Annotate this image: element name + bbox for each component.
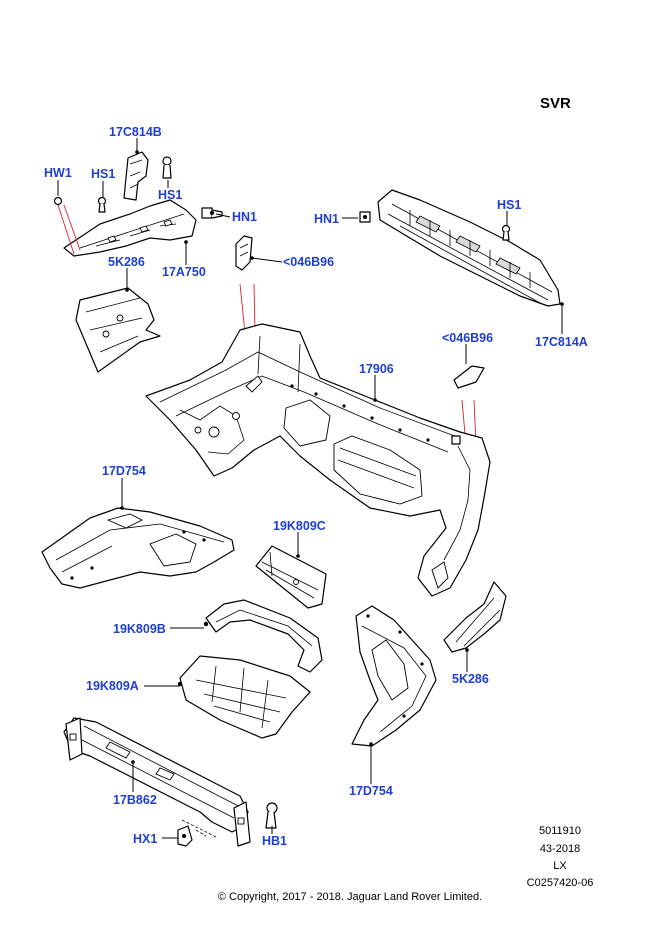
- washer-hw1: [53, 196, 63, 206]
- screw-hx1: [177, 825, 193, 847]
- trim-17D754-left: [41, 507, 235, 589]
- callout-hb1[interactable]: HB1: [262, 834, 287, 848]
- callout-hn1-right[interactable]: HN1: [314, 212, 339, 226]
- bracket-17C814B: [123, 151, 149, 201]
- callout-046B96-right[interactable]: <046B96: [442, 331, 493, 345]
- callout-5K286-right[interactable]: 5K286: [452, 672, 489, 686]
- nut-hn1-left: [201, 207, 223, 219]
- variant-title: SVR: [540, 95, 571, 112]
- callout-17A750[interactable]: 17A750: [162, 265, 206, 279]
- callout-19K809C[interactable]: 19K809C: [273, 519, 326, 533]
- frame-19K809B: [203, 599, 323, 673]
- callout-19K809A[interactable]: 19K809A: [86, 679, 139, 693]
- callout-17D754-left[interactable]: 17D754: [102, 464, 146, 478]
- info-line-4: C0257420-06: [527, 877, 594, 889]
- callout-17906[interactable]: 17906: [359, 362, 394, 376]
- diffuser-19K809A: [177, 655, 311, 739]
- screw-hs1-left: [97, 196, 107, 213]
- bumper-cover-17906: [145, 323, 491, 597]
- reference-info: 5011910 43-2018 LX C0257420-06: [527, 825, 594, 889]
- left-upper-bracket-group: [53, 151, 223, 257]
- reflector-046B96-left: [235, 235, 253, 271]
- nut-hn1-right: [359, 211, 371, 223]
- callout-17B862[interactable]: 17B862: [113, 793, 157, 807]
- callout-hs1-left[interactable]: HS1: [91, 167, 115, 181]
- callout-5K286-left[interactable]: 5K286: [108, 255, 145, 269]
- callout-hx1[interactable]: HX1: [133, 832, 157, 846]
- callout-046B96-left[interactable]: <046B96: [283, 255, 334, 269]
- leader-lines: [57, 138, 564, 839]
- info-line-1: 5011910: [539, 825, 581, 837]
- callout-19K809B[interactable]: 19K809B: [113, 622, 166, 636]
- copyright: © Copyright, 2017 - 2018. Jaguar Land Ro…: [218, 891, 482, 903]
- bracket-17A750: [63, 199, 197, 257]
- shield-5K286-left: [75, 287, 161, 373]
- callout-hw1[interactable]: HW1: [44, 166, 72, 180]
- callout-hn1-left[interactable]: HN1: [232, 210, 257, 224]
- reflector-046B96-right: [453, 365, 485, 389]
- callout-hs1-left-2[interactable]: HS1: [158, 188, 182, 202]
- beam-17B862: [63, 717, 251, 847]
- screw-hs1-upper: [162, 156, 172, 179]
- callout-17C814A[interactable]: 17C814A: [535, 335, 588, 349]
- trim-17D754-right: [351, 605, 437, 747]
- callout-17D754-right[interactable]: 17D754: [349, 784, 393, 798]
- bracket-19K809C: [255, 545, 327, 609]
- bracket-17C814A: [377, 189, 561, 307]
- bolt-hb1: [265, 802, 278, 829]
- info-line-3: LX: [553, 860, 567, 872]
- callout-labels: 17C814B HW1 HS1 HS1 HN1 17A750 5K286 <04…: [44, 125, 588, 848]
- callout-hs1-right[interactable]: HS1: [497, 198, 521, 212]
- info-line-2: 43-2018: [540, 843, 580, 855]
- callout-17C814B[interactable]: 17C814B: [109, 125, 162, 139]
- shield-5K286-right: [443, 581, 507, 653]
- screw-hs1-right: [501, 224, 511, 241]
